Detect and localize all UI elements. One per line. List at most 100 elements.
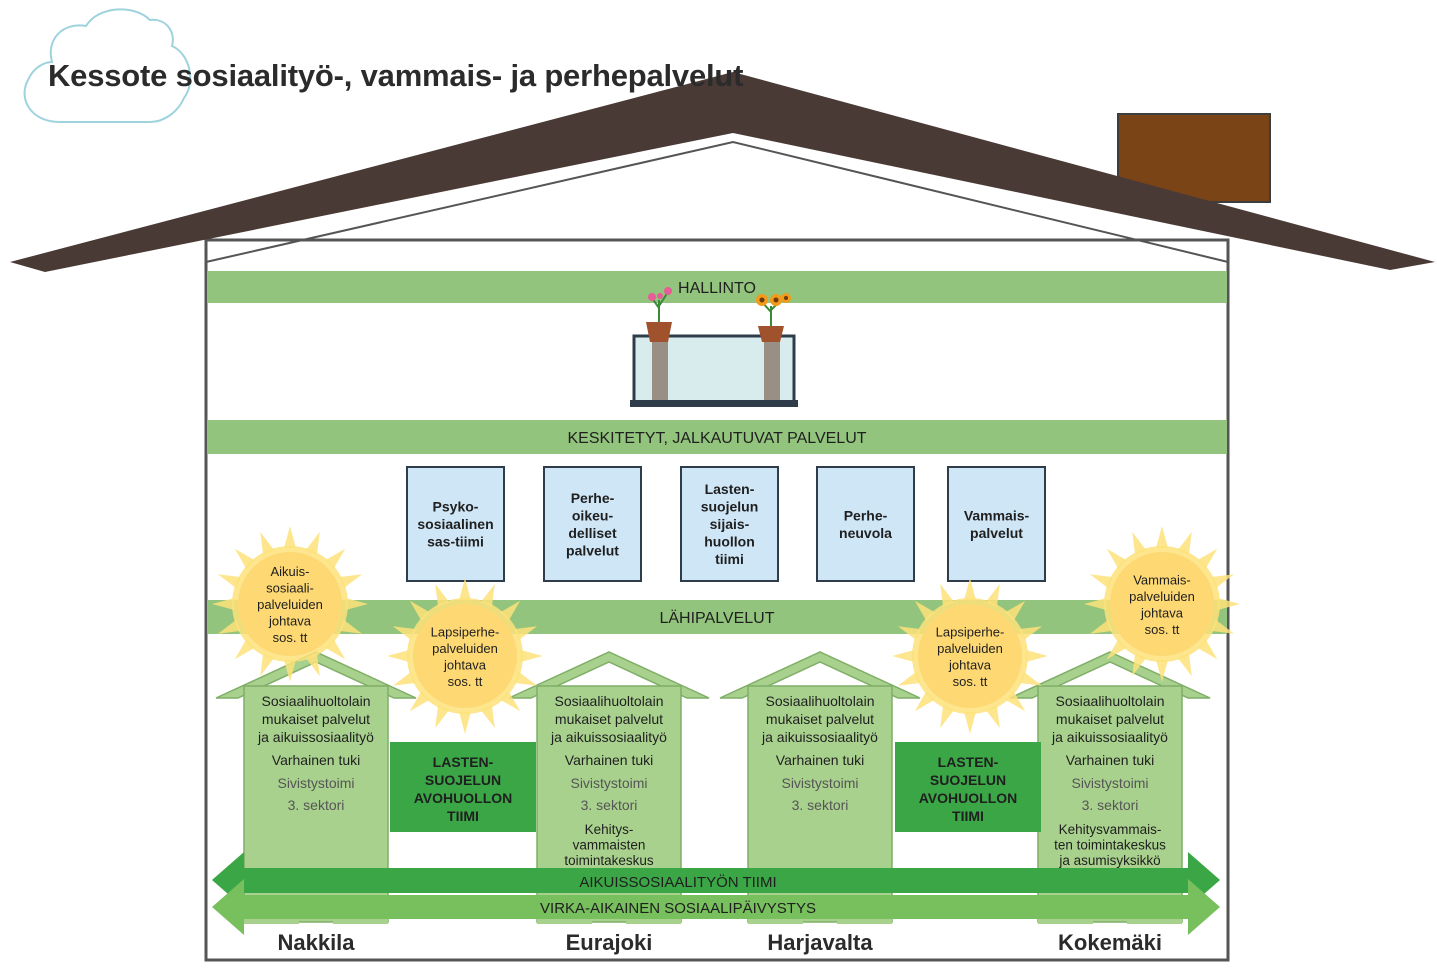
sun-label: palveluiden (1129, 589, 1195, 604)
sektori-label: 3. sektori (581, 797, 638, 813)
lastensuojelu-label: LASTEN- (433, 754, 494, 770)
sun-label: johtava (268, 614, 312, 629)
hallinto-label: HALLINTO (678, 280, 756, 297)
sun-label: sos. tt (1145, 622, 1180, 637)
lastensuojelu-label: AVOHUOLLON (919, 790, 1018, 806)
central-service-label: sijais- (710, 516, 750, 532)
page-title: Kessote sosiaalityö-, vammais- ja perhep… (48, 58, 744, 93)
toimintakeskus-label: ja asumisyksikkö (1058, 853, 1160, 868)
central-service-box: Vammais-palvelut (947, 466, 1046, 582)
roof-inner-line (205, 140, 1229, 263)
central-service-label: Psyko- (433, 499, 479, 515)
municipality-name: Eurajoki (566, 930, 653, 955)
house-service-label: mukaiset palvelut (1056, 711, 1164, 727)
sun-label: sosiaali- (266, 581, 314, 596)
central-service-label: delliset (568, 525, 617, 541)
sektori-label: 3. sektori (288, 797, 345, 813)
house-service-label: ja aikuissosiaalityö (257, 729, 374, 745)
house-service-label: Sosiaalihuoltolain (555, 693, 664, 709)
sun-label: palveluiden (257, 597, 323, 612)
central-service-label: palvelut (566, 542, 619, 558)
municipality-name: Kokemäki (1058, 930, 1162, 955)
house-service-label: Sosiaalihuoltolain (262, 693, 371, 709)
sosiaalipaivystys-label: VIRKA-AIKAINEN SOSIAALIPÄIVYSTYS (540, 900, 816, 917)
sun-label: Lapsiperhe- (936, 624, 1005, 639)
sun-label: palveluiden (937, 641, 1003, 656)
keskitetyt-label: KESKITETYT, JALKAUTUVAT PALVELUT (567, 430, 866, 447)
central-service-label: neuvola (839, 525, 892, 541)
central-service-label: sosiaalinen (417, 516, 493, 532)
sektori-label: 3. sektori (792, 797, 849, 813)
house-service-label: ja aikuissosiaalityö (761, 729, 878, 745)
sun-label: Lapsiperhe- (431, 624, 500, 639)
central-service-label: Vammais- (964, 507, 1030, 523)
lastensuojelu-avohuolto-box: LASTEN- SUOJELUN AVOHUOLLON TIIMI (390, 742, 536, 832)
sektori-label: 3. sektori (1082, 797, 1139, 813)
cloud-logo-icon (23, 8, 192, 123)
lastensuojelu-label: TIIMI (952, 808, 984, 824)
lahipalvelut-band (207, 600, 1227, 634)
central-service-label: palvelut (970, 525, 1023, 541)
sun-label: Vammais- (1133, 572, 1191, 587)
sivistystoimi-label: Sivistystoimi (781, 775, 858, 791)
central-service-label: suojelun (701, 499, 759, 515)
varhainen-tuki-label: Varhainen tuki (565, 752, 653, 768)
varhainen-tuki-label: Varhainen tuki (1066, 752, 1154, 768)
sivistystoimi-label: Sivistystoimi (277, 775, 354, 791)
toimintakeskus-label: Kehitysvammais- (1059, 822, 1162, 837)
central-service-label: Perhe- (844, 507, 888, 523)
sun-label: sos. tt (448, 674, 483, 689)
keskitetyt-band (207, 420, 1227, 454)
aikuissosiaalityon-tiimi-arrow (212, 852, 1220, 908)
lastensuojelu-label: SUOJELUN (930, 772, 1006, 788)
central-service-label: Lasten- (705, 481, 755, 497)
roof (10, 72, 1435, 272)
house-service-label: mukaiset palvelut (766, 711, 874, 727)
house-service-label: Sosiaalihuoltolain (1056, 693, 1165, 709)
sun-label: sos. tt (953, 674, 988, 689)
balcony-illustration (630, 287, 798, 407)
hallinto-band (207, 271, 1227, 303)
house-service-label: Sosiaalihuoltolain (766, 693, 875, 709)
varhainen-tuki-label: Varhainen tuki (272, 752, 360, 768)
house-service-label: mukaiset palvelut (555, 711, 663, 727)
sun-label: johtava (1140, 605, 1184, 620)
toimintakeskus-label: toimintakeskus (564, 853, 654, 868)
central-service-label: sas-tiimi (427, 534, 484, 550)
lastensuojelu-label: LASTEN- (938, 754, 999, 770)
toimintakeskus-label: ten toimintakeskus (1054, 838, 1166, 853)
central-service-label: tiimi (715, 551, 744, 567)
aikuissosiaalityon-tiimi-label: AIKUISSOSIAALITYÖN TIIMI (579, 873, 776, 891)
house-service-label: mukaiset palvelut (262, 711, 370, 727)
municipality-name: Nakkila (277, 930, 355, 955)
municipality-name: Harjavalta (767, 930, 873, 955)
toimintakeskus-label: vammaisten (573, 838, 646, 853)
sun-label: palveluiden (432, 641, 498, 656)
sun-label: johtava (443, 657, 487, 672)
lastensuojelu-avohuolto-box: LASTEN- SUOJELUN AVOHUOLLON TIIMI (895, 742, 1041, 832)
central-service-label: huollon (704, 534, 755, 550)
lastensuojelu-label: AVOHUOLLON (414, 790, 513, 806)
house-service-label: ja aikuissosiaalityö (550, 729, 667, 745)
lastensuojelu-label: SUOJELUN (425, 772, 501, 788)
central-service-box: Perhe-neuvola (816, 466, 915, 582)
sun-label: johtava (948, 657, 992, 672)
central-service-label: oikeu- (572, 507, 614, 523)
house-service-label: ja aikuissosiaalityö (1051, 729, 1168, 745)
varhainen-tuki-label: Varhainen tuki (776, 752, 864, 768)
lastensuojelu-label: TIIMI (447, 808, 479, 824)
sun-label: sos. tt (273, 630, 308, 645)
central-service-label: Perhe- (571, 490, 615, 506)
central-service-box: Psyko-sosiaalinen sas-tiimi (406, 466, 505, 582)
lahipalvelut-label: LÄHIPALVELUT (659, 609, 774, 627)
sivistystoimi-label: Sivistystoimi (1071, 775, 1148, 791)
sivistystoimi-label: Sivistystoimi (570, 775, 647, 791)
